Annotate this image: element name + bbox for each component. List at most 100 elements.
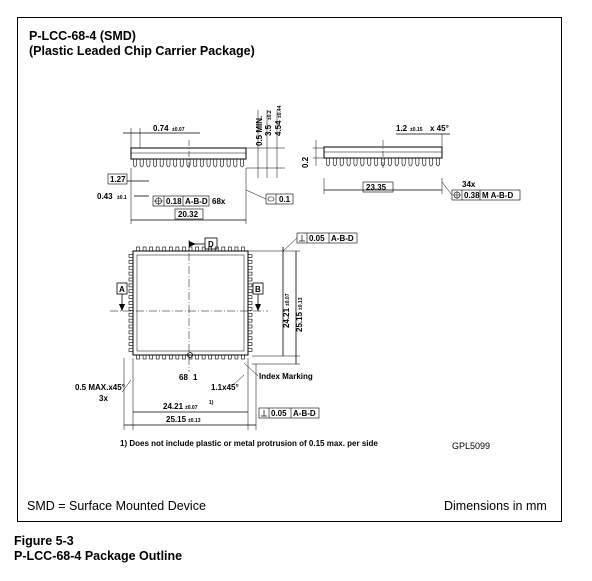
- end-view-leads: [326, 158, 440, 167]
- end-lead: [422, 158, 427, 167]
- top-lead-east: [247, 336, 253, 341]
- index-marking-label: Index Marking: [259, 372, 313, 381]
- side-lead: [206, 159, 211, 168]
- end-lead: [332, 158, 337, 167]
- side-view: 0.74 ±0.07 0.5 MIN. 3.5 ±0.2 4.54 ±0.44 …: [97, 105, 294, 224]
- top-lead-north: [182, 246, 186, 252]
- chamfer-0-5-max: 0.5 MAX.x45°: [75, 383, 125, 392]
- end-lead: [367, 158, 372, 167]
- top-lead-east: [247, 260, 253, 264]
- top-lead-south: [214, 354, 219, 360]
- package-title-line1: P-LCC-68-4 (SMD): [29, 29, 136, 43]
- top-lead-north: [149, 246, 153, 252]
- side-lead: [240, 159, 244, 168]
- top-lead-east: [247, 324, 253, 329]
- dim-3-5: 3.5: [264, 124, 273, 136]
- dim-1-27: 1.27: [110, 175, 126, 184]
- side-lead: [139, 159, 144, 168]
- side-lead: [173, 159, 178, 168]
- top-lead-south: [149, 354, 153, 360]
- fcf-0-38: 0.38: [464, 191, 480, 200]
- dim-1-2: 1.2: [396, 124, 408, 133]
- top-lead-east: [247, 318, 253, 323]
- side-view-leads: [133, 159, 244, 168]
- side-lead: [179, 159, 184, 168]
- dim-3-5-tol: ±0.2: [267, 110, 273, 120]
- drawing-reference: GPL5099: [452, 441, 490, 451]
- top-lead-south: [169, 354, 173, 360]
- dim-0-74: 0.74: [153, 124, 169, 133]
- top-lead-east: [247, 342, 253, 346]
- top-lead-east: [247, 283, 253, 288]
- top-lead-east: [247, 330, 253, 335]
- top-lead-east: [247, 307, 253, 311]
- top-lead-south: [228, 354, 232, 360]
- perp-top-value: 0.05: [309, 234, 325, 243]
- dim-24-21-horizontal-tol: ±0.07: [185, 405, 198, 411]
- top-lead-west: [128, 265, 134, 270]
- top-lead-west: [128, 277, 134, 282]
- side-lead: [233, 159, 238, 168]
- end-lead: [339, 158, 344, 167]
- dim-24-21-vertical-tol: ±0.07: [285, 293, 291, 306]
- dim-0-2: 0.2: [301, 156, 310, 168]
- dim-20-32: 20.32: [178, 210, 199, 219]
- end-lead: [374, 158, 379, 167]
- perp-top-datum: A-B-D: [331, 234, 354, 243]
- top-lead-north: [142, 246, 147, 252]
- dim-4-54-tol: ±0.44: [277, 105, 283, 118]
- footnote: 1) Does not include plastic or metal pro…: [120, 439, 378, 448]
- dim-0-43-tol: ±0.1: [117, 195, 127, 201]
- top-lead-west: [128, 342, 134, 346]
- top-lead-south: [142, 354, 147, 360]
- end-lead: [387, 158, 392, 167]
- top-lead-east: [247, 254, 253, 258]
- drawing-frame: [17, 17, 562, 522]
- fcf-0-18: 0.18: [166, 197, 182, 206]
- top-view: D A B 0.05 A-B-D 24.21 ±0.07 25.15 ±0.13…: [75, 232, 358, 430]
- top-lead-east: [247, 289, 253, 294]
- count-34x: 34x: [462, 180, 476, 189]
- perp-bottom-datum: A-B-D: [293, 409, 316, 418]
- top-lead-north: [241, 246, 245, 252]
- top-lead-west: [128, 295, 134, 299]
- top-lead-south: [162, 354, 167, 360]
- package-title-line2: (Plastic Leaded Chip Carrier Package): [29, 44, 255, 58]
- figure-caption: Figure 5-3 P-LCC-68-4 Package Outline: [14, 534, 182, 564]
- top-lead-east: [247, 265, 253, 270]
- side-lead: [226, 159, 231, 168]
- dim-24-21-horizontal: 24.21: [163, 402, 184, 411]
- top-view-body: [132, 250, 249, 356]
- side-lead: [133, 159, 137, 168]
- end-lead: [394, 158, 399, 167]
- side-lead: [186, 159, 191, 168]
- top-lead-south: [208, 354, 212, 360]
- side-lead: [159, 159, 164, 168]
- flatness-0-1: 0.1: [279, 195, 291, 204]
- top-lead-west: [128, 318, 134, 323]
- smd-legend: SMD = Surface Mounted Device: [27, 499, 206, 513]
- top-lead-east: [247, 348, 253, 352]
- end-view-body: [323, 146, 443, 159]
- package-title: P-LCC-68-4 (SMD) (Plastic Leaded Chip Ca…: [29, 29, 255, 59]
- top-lead-north: [188, 246, 193, 252]
- top-lead-south: [155, 354, 160, 360]
- end-lead: [360, 158, 365, 167]
- top-lead-east: [247, 301, 253, 305]
- perp-bottom-value: 0.05: [271, 409, 287, 418]
- datum-a: A: [119, 285, 125, 294]
- side-lead: [213, 159, 218, 168]
- top-lead-east: [247, 271, 253, 276]
- top-lead-west: [128, 271, 134, 276]
- end-lead: [408, 158, 413, 167]
- side-view-body: [130, 147, 247, 160]
- top-lead-south: [241, 354, 245, 360]
- chamfer-3x: 3x: [99, 394, 108, 403]
- top-lead-west: [128, 289, 134, 294]
- end-lead: [401, 158, 406, 167]
- top-lead-west: [128, 254, 134, 258]
- side-lead: [199, 159, 204, 168]
- top-lead-north: [221, 246, 226, 252]
- top-lead-west: [128, 330, 134, 335]
